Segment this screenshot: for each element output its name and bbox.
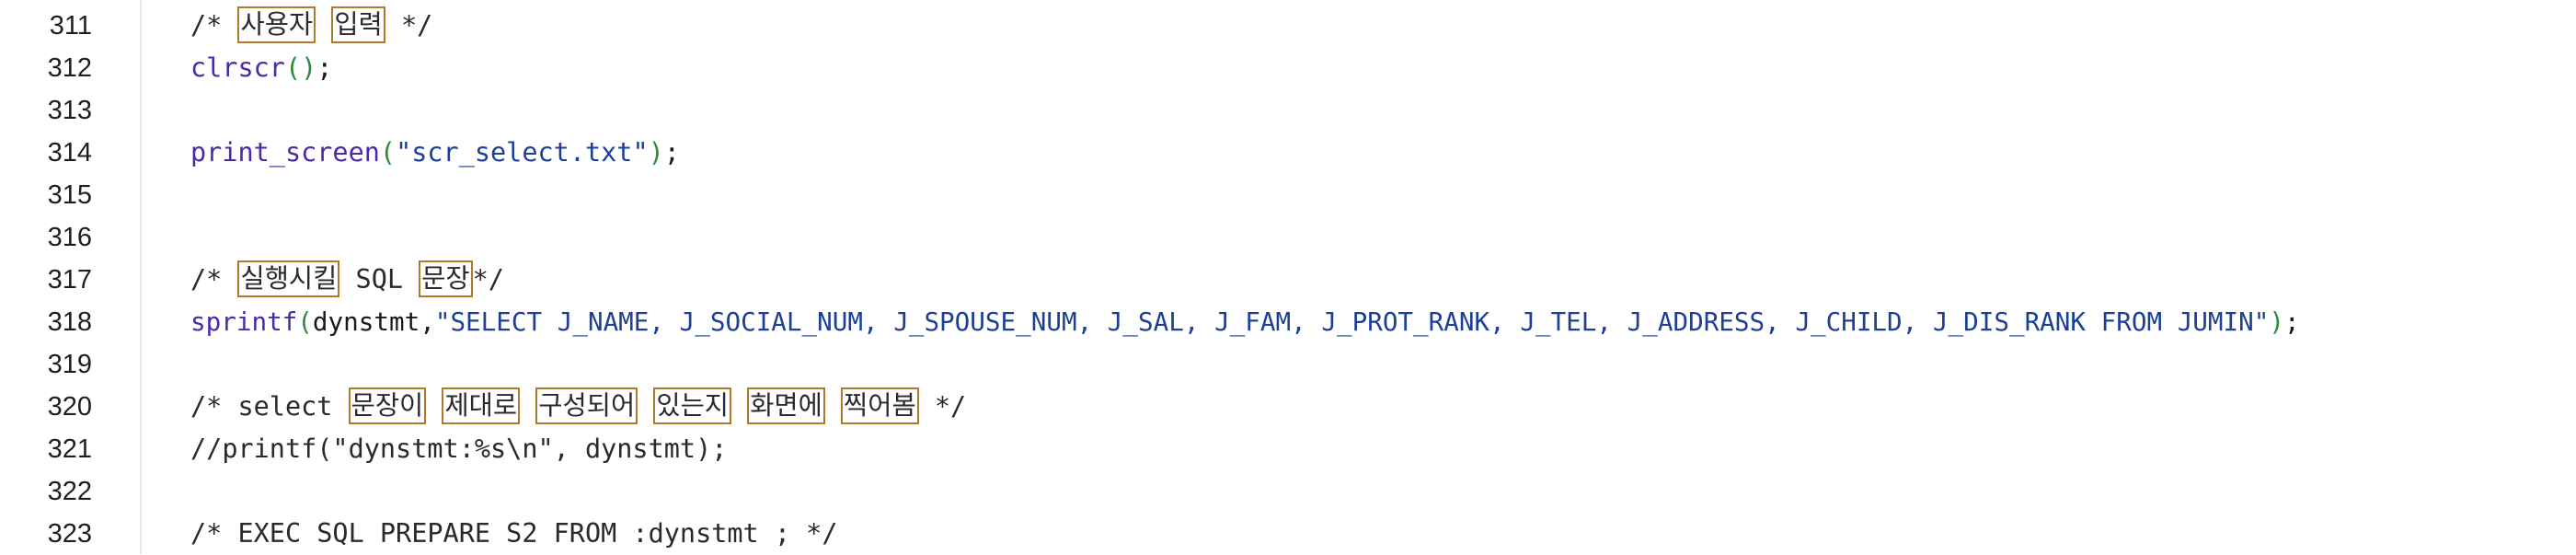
korean-glyph-box: 문장이 [348, 387, 427, 424]
code-line-323[interactable]: 323 /* EXEC SQL PREPARE S2 FROM :dynstmt… [0, 513, 2576, 555]
line-number: 322 [47, 477, 92, 506]
comment-close: */ [385, 10, 433, 40]
line-number: 313 [47, 96, 92, 125]
comment-open: /* [190, 10, 238, 40]
korean-glyph-box: 실행시킬 [237, 260, 340, 297]
line-number: 312 [47, 53, 92, 83]
line-number-gutter [0, 0, 140, 554]
code-line-319[interactable]: 319 [0, 343, 2576, 386]
code-line-316[interactable]: 316 [0, 216, 2576, 259]
function-name: sprintf [190, 306, 298, 337]
code-line-311[interactable]: 311 /* 사용자 입력 */ [0, 5, 2576, 47]
paren-close: ) [2269, 306, 2284, 337]
space [316, 10, 331, 40]
code-line-317[interactable]: 317 /* 실행시킬 SQL 문장*/ [0, 259, 2576, 301]
korean-glyph-box: 있는지 [653, 387, 732, 424]
code-comment: /* 사용자 입력 */ [190, 5, 432, 47]
parentheses: () [284, 52, 317, 83]
semicolon: ; [663, 137, 680, 168]
comment-open: /* select [190, 391, 349, 422]
korean-glyph-box: 찍어봄 [841, 387, 919, 424]
paren-open: ( [297, 306, 313, 337]
korean-glyph-box: 제대로 [442, 387, 521, 424]
paren-open: ( [379, 137, 397, 168]
paren-close: ) [648, 137, 664, 168]
comment-close: */ [918, 391, 967, 422]
code-line-313[interactable]: 313 [0, 89, 2576, 132]
code-line-318[interactable]: 318 sprintf(dynstmt,"SELECT J_NAME, J_SO… [0, 301, 2576, 343]
function-name: clrscr [190, 52, 285, 83]
line-number: 311 [49, 11, 92, 40]
code-comment: /* select 문장이 제대로 구성되어 있는지 화면에 찍어봄 */ [190, 386, 966, 428]
function-name: print_screen [190, 137, 380, 168]
line-number: 317 [47, 265, 92, 295]
semicolon: ; [2284, 306, 2300, 337]
code-comment: /* EXEC SQL PREPARE S2 FROM :dynstmt ; *… [190, 518, 838, 549]
argument: dynstmt, [312, 306, 435, 337]
code-line-320[interactable]: 320 /* select 문장이 제대로 구성되어 있는지 화면에 찍어봄 *… [0, 386, 2576, 428]
line-number: 320 [47, 392, 92, 422]
comment-text: SQL [339, 264, 420, 295]
korean-glyph-box: 입력 [331, 6, 385, 43]
line-number: 316 [47, 223, 92, 252]
string-literal: "scr_select.txt" [396, 137, 649, 168]
semicolon: ; [316, 52, 333, 83]
code-statement: clrscr(); [190, 47, 332, 89]
comment-close: */ [472, 264, 504, 295]
korean-glyph-box: 구성되어 [535, 387, 638, 424]
line-number: 321 [47, 434, 92, 464]
code-comment: /* 실행시킬 SQL 문장*/ [190, 259, 504, 301]
code-line-322[interactable]: 322 [0, 470, 2576, 513]
korean-glyph-box: 화면에 [747, 387, 825, 424]
code-line-314[interactable]: 314 print_screen("scr_select.txt"); [0, 132, 2576, 174]
code-line-315[interactable]: 315 [0, 174, 2576, 216]
comment-open: /* [190, 264, 238, 295]
line-number: 314 [47, 138, 92, 168]
code-line-321[interactable]: 321 //printf("dynstmt:%s\n", dynstmt); [0, 428, 2576, 470]
code-statement: print_screen("scr_select.txt"); [190, 132, 680, 174]
code-comment: //printf("dynstmt:%s\n", dynstmt); [190, 434, 728, 464]
korean-glyph-box: 문장 [419, 260, 473, 297]
string-literal: "SELECT J_NAME, J_SOCIAL_NUM, J_SPOUSE_N… [434, 306, 2270, 337]
line-number: 319 [47, 350, 92, 379]
korean-glyph-box: 사용자 [237, 6, 316, 43]
code-line-312[interactable]: 312 clrscr(); [0, 47, 2576, 89]
line-number: 318 [47, 307, 92, 337]
line-number: 315 [47, 180, 92, 210]
gutter-divider [140, 0, 142, 554]
line-number: 323 [47, 519, 92, 549]
code-statement: sprintf(dynstmt,"SELECT J_NAME, J_SOCIAL… [190, 301, 2300, 343]
